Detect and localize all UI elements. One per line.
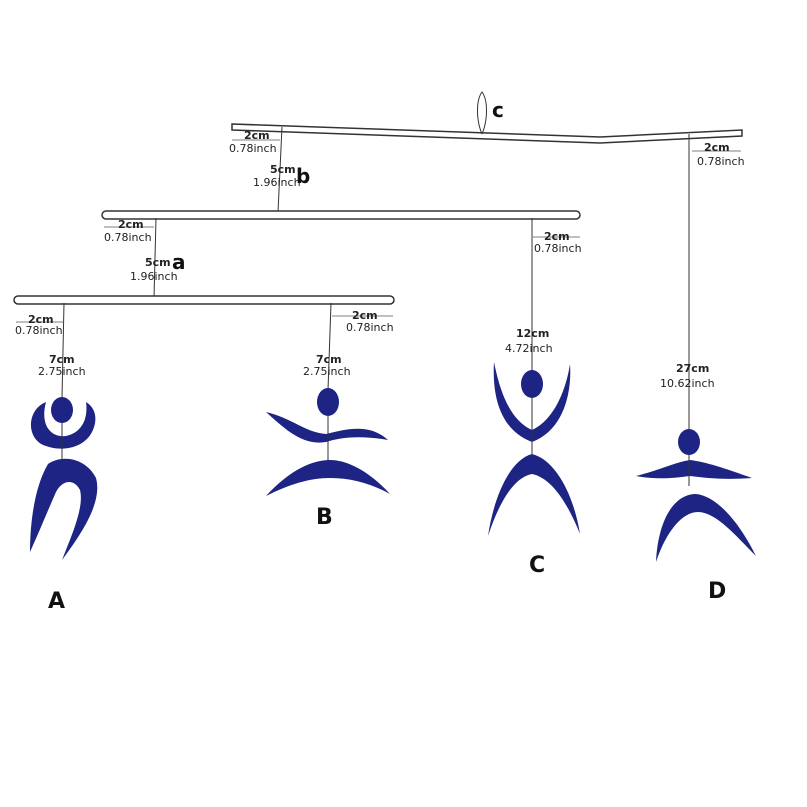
figure-A-label: A: [48, 589, 65, 614]
dim-link-b-inch: 1.96inch: [253, 176, 301, 189]
arm-b: 2cm 0.78inch 2cm 0.78inch 5cm 1.96inch a: [101, 210, 582, 374]
dim-string-D-cm: 27cm: [676, 362, 709, 375]
figure-B-label: B: [316, 505, 333, 530]
dim-a-left-inch: 0.78inch: [15, 324, 63, 337]
dim-a-right-cm: 2cm: [352, 309, 378, 322]
figure-B-arms: [266, 412, 388, 443]
figure-B-legs: [266, 460, 390, 496]
dim-c-left-inch: 0.78inch: [229, 142, 277, 155]
label-b: b: [296, 164, 310, 188]
dim-string-A-cm: 7cm: [49, 353, 75, 366]
figure-D-head: [678, 429, 700, 455]
figure-A-head: [51, 397, 73, 423]
figure-C-head: [521, 370, 543, 398]
dim-b-right-inch: 0.78inch: [534, 242, 582, 255]
dim-link-a-inch: 1.96inch: [130, 270, 178, 283]
figure-C-legs: [488, 454, 580, 536]
figure-A: A: [30, 397, 98, 614]
dim-string-C-cm: 12cm: [516, 327, 549, 340]
figure-C-label: C: [529, 553, 545, 578]
dim-b-left-inch: 0.78inch: [104, 231, 152, 244]
dim-string-A-inch: 2.75inch: [38, 365, 86, 378]
dim-string-D-inch: 10.62inch: [660, 377, 715, 390]
dim-c-right-inch: 0.78inch: [697, 155, 745, 168]
dim-string-C-inch: 4.72inch: [505, 342, 553, 355]
figure-D-label: D: [708, 579, 726, 604]
figure-D-legs: [656, 494, 756, 562]
dim-string-B-inch: 2.75inch: [303, 365, 351, 378]
arm-a: 2cm 0.78inch 2cm 0.78inch: [13, 295, 395, 399]
link-string-b: [277, 126, 283, 213]
string-B: [327, 302, 332, 391]
dim-string-B-cm: 7cm: [316, 353, 342, 366]
string-A: [61, 302, 65, 399]
dim-a-left-cm: 2cm: [28, 313, 54, 326]
dim-c-right-cm: 2cm: [704, 141, 730, 154]
link-string-a: [153, 217, 157, 299]
label-c: c: [492, 98, 504, 122]
dim-link-b-cm: 5cm: [270, 163, 296, 176]
figure-A-arms: [31, 402, 96, 449]
figure-C-arms: [493, 362, 571, 442]
figure-B-head: [317, 388, 339, 416]
figure-D-arms: [636, 460, 752, 479]
figure-D: D: [636, 429, 756, 604]
figure-C: C: [488, 362, 580, 578]
dim-a-right-inch: 0.78inch: [346, 321, 394, 334]
dim-link-a-cm: 5cm: [145, 256, 171, 269]
dim-b-right-cm: 2cm: [544, 230, 570, 243]
dim-c-left-cm: 2cm: [244, 129, 270, 142]
figure-B: B: [266, 388, 390, 530]
dim-b-left-cm: 2cm: [118, 218, 144, 231]
arm-c: c 2cm 0.78inch 2cm 0.78inch 5cm 1.96inch…: [229, 91, 745, 432]
label-a: a: [172, 250, 186, 274]
figure-A-legs: [30, 458, 98, 560]
